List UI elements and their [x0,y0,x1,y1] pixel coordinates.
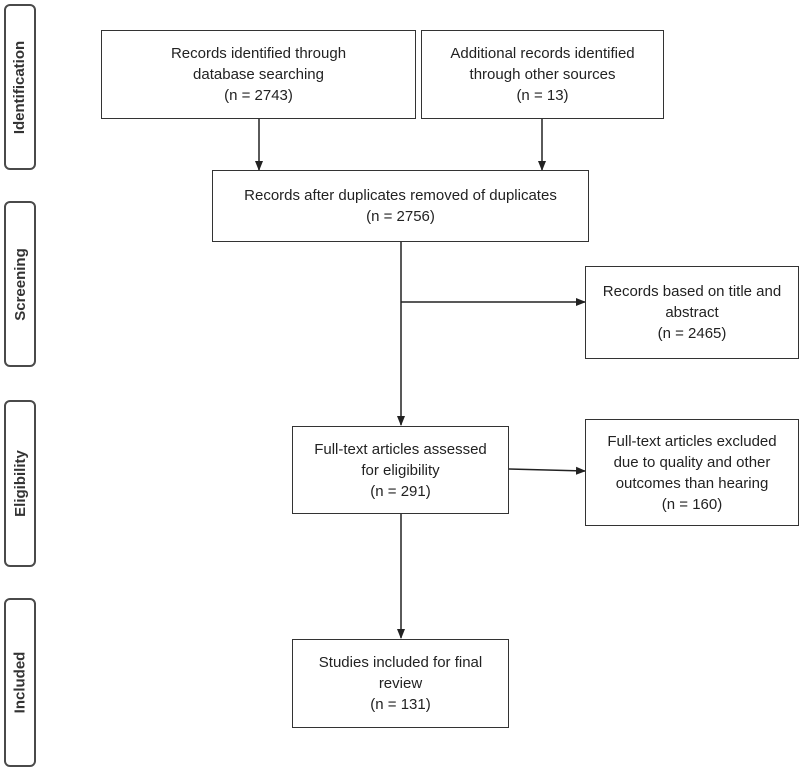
box-excluded-count: (n = 160) [661,495,723,513]
box-database-count: (n = 2743) [224,87,293,104]
box-other-line2: through other sources [469,66,616,83]
box-title-abstract-line2: abstract [665,304,719,321]
box-fulltext-line1: Full-text articles assessed [314,440,487,458]
arrow-fulltext-to-excluded [508,466,586,475]
box-included-count: (n = 131) [370,696,431,713]
box-database-records: Records identified through database sear… [101,30,416,119]
box-after-duplicates: Records after duplicates removed of dupl… [212,170,589,242]
stage-screening: Screening [4,201,36,367]
box-fulltext-assessed: Full-text articles assessed for eligibil… [292,426,509,514]
stage-eligibility: Eligibility [4,400,36,567]
box-other-count: (n = 13) [516,87,569,104]
box-included-line2: review [378,675,423,692]
box-title-abstract: Records based on title and abstract (n =… [585,266,799,359]
box-fulltext-count: (n = 291) [370,482,431,500]
box-fulltext-line2: for eligibility [361,461,440,479]
box-other-sources: Additional records identified through ot… [421,30,664,119]
box-fulltext-excluded: Full-text articles excluded due to quali… [585,419,799,526]
box-dedup-line1: Records after duplicates removed of dupl… [244,187,557,204]
stage-identification: Identification [4,4,36,170]
box-title-abstract-line1: Records based on title and [602,283,782,300]
box-database-line2: database searching [193,66,324,83]
box-other-line1: Additional records identified [450,45,635,62]
box-included-line1: Studies included for final [318,654,483,671]
box-title-abstract-count: (n = 2465) [657,325,727,342]
box-excluded-line3: outcomes than hearing [615,474,769,492]
box-studies-included: Studies included for final review (n = 1… [292,639,509,728]
box-excluded-line2: due to quality and other [613,453,771,471]
box-database-line1: Records identified through [170,45,347,62]
box-excluded-line1: Full-text articles excluded [607,432,777,450]
box-dedup-count: (n = 2756) [366,208,435,225]
stage-included: Included [4,598,36,767]
